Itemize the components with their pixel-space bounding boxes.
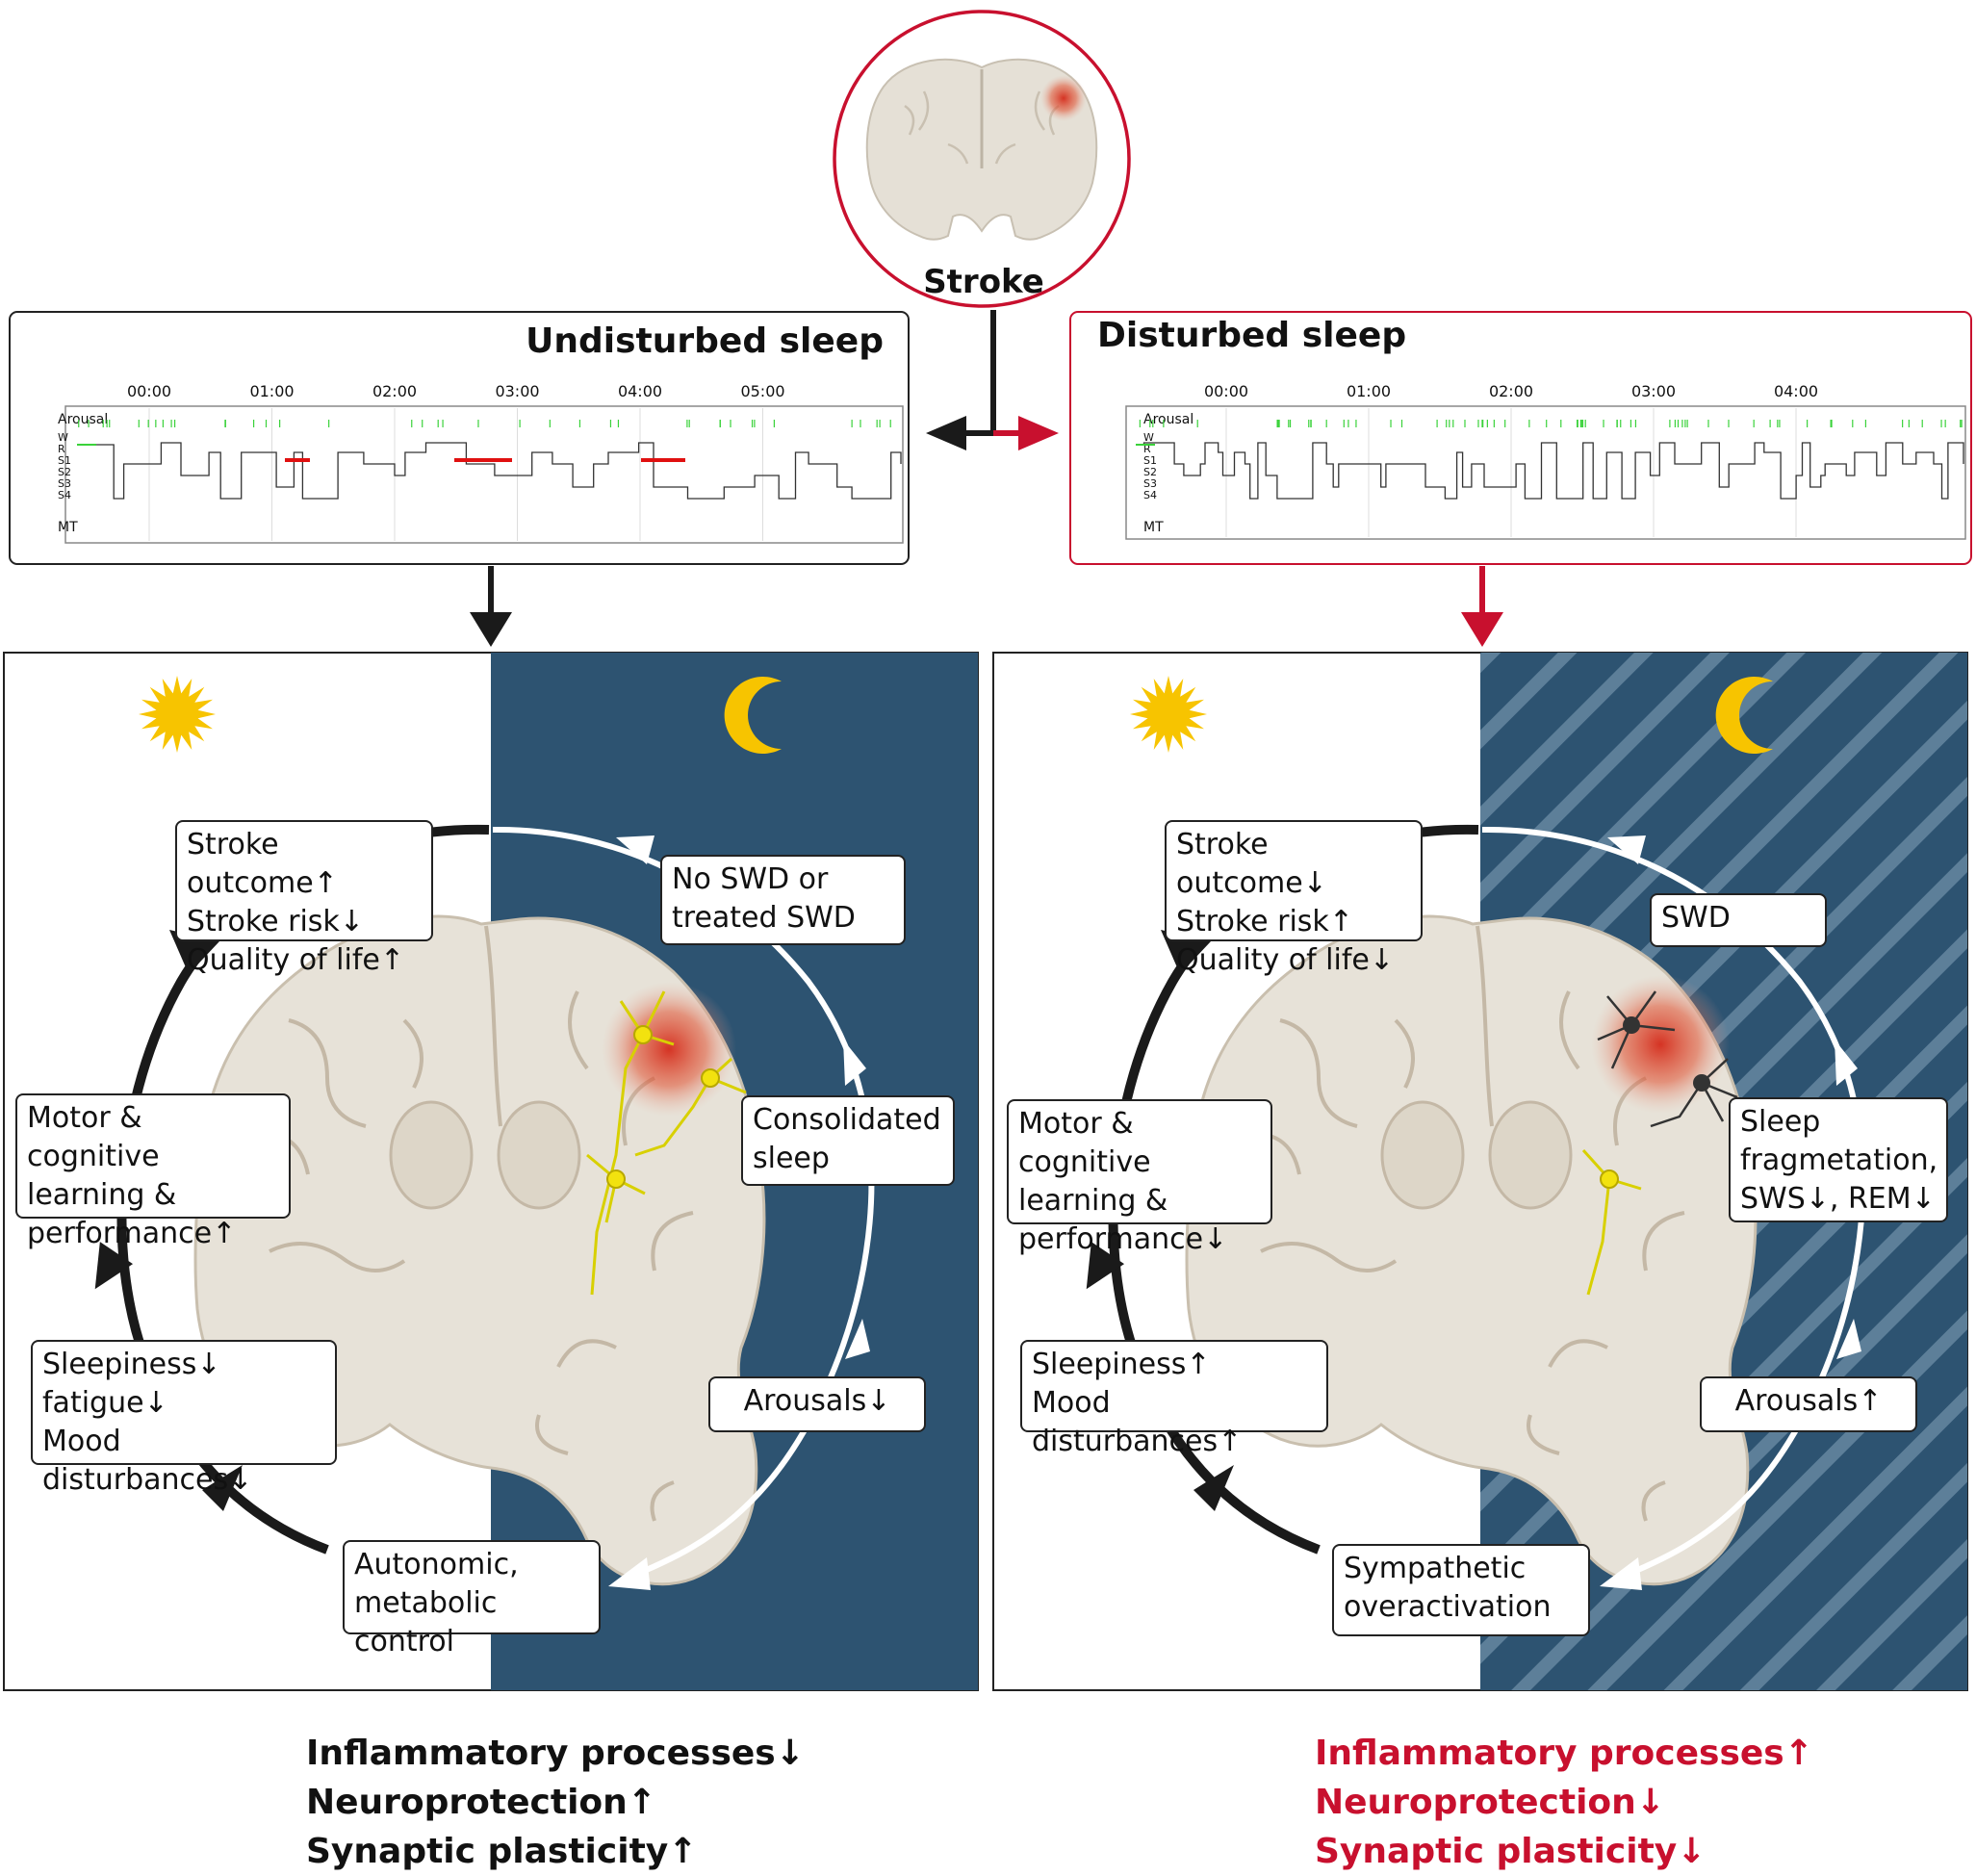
moon-icon [724,677,782,754]
box-sympathetic: Sympathetic overactivation [1332,1544,1590,1636]
damaged-neuron-icon [1597,990,1738,1128]
stage-label: S1 [1143,454,1157,467]
box-swd: SWD [1650,893,1827,947]
time-tick-label: 03:00 [1631,382,1676,400]
brain-illustration [1185,914,1758,1586]
effect-neuroprotection-right: Neuroprotection↓ [1315,1783,1665,1822]
time-tick-label: 00:00 [1204,382,1248,400]
time-axis: 00:00 01:00 02:00 03:00 04:00 05:00 [127,382,785,541]
stage-label: MT [1143,520,1164,535]
effect-plasticity-left: Synaptic plasticity↑ [306,1832,698,1871]
arrow-down-left [470,612,512,647]
time-tick-label: 00:00 [127,382,171,400]
box-sleep-fragmentation: Sleep fragmetation, SWS↓, REM↓ [1729,1097,1948,1222]
box-motor-left: Motor & cognitive learning & performance… [15,1093,291,1250]
stage-label: S4 [1143,489,1157,501]
sun-icon [1130,676,1207,753]
time-tick-label: 01:00 [1347,382,1391,400]
effect-inflammatory-left: Inflammatory processes↓ [306,1734,805,1773]
time-tick-label: 04:00 [1774,382,1818,400]
time-tick-label: 03:00 [495,382,539,400]
stroke-label: Stroke [923,263,1044,301]
box-arousals-left: Arousals↓ [708,1376,926,1432]
arrow-down-right [1461,612,1503,647]
stage-label: MT [58,520,78,535]
box-arousals-right: Arousals↑ [1700,1376,1917,1432]
effects-right: Inflammatory processes↑ Neuroprotection↓… [1315,1729,1813,1876]
brain-coronal-icon [865,58,1098,241]
box-motor-right: Motor & cognitive learning & performance… [1007,1099,1272,1256]
stage-label: S2 [1143,466,1157,478]
effect-inflammatory-right: Inflammatory processes↑ [1315,1734,1813,1773]
stage-label: S2 [58,466,71,478]
effect-neuroprotection-left: Neuroprotection↑ [306,1783,656,1822]
stage-label: W [1143,431,1154,444]
stage-label: W [58,431,68,444]
box-consolidated-sleep: Consolidated sleep [741,1095,955,1186]
box-sleepiness-left: Sleepiness↓ fatigue↓ Mood disturbances↓ [31,1340,337,1497]
time-tick-label: 04:00 [618,382,662,400]
branch-arrows [926,310,1059,450]
box-autonomic: Autonomic, metabolic control [343,1540,601,1658]
box-no-swd: No SWD or treated SWD [660,855,906,945]
time-axis: 00:00 01:00 02:00 03:00 04:00 [1204,382,1818,537]
stage-label: S3 [58,477,71,490]
stage-label: Arousal [1143,412,1193,427]
stage-label: R [58,443,65,455]
box-sleepiness-right: Sleepiness↑ Mood disturbances↑ [1020,1340,1328,1458]
hypnogram-panel-disturbed: Disturbed sleep 00:00 01:00 02:00 03:00 04:0… [1069,311,1972,565]
stage-label: R [1143,443,1151,455]
panel-title-undisturbed: Undisturbed sleep [526,321,884,361]
time-tick-label: 05:00 [740,382,784,400]
stage-label: S4 [58,489,71,501]
effects-left: Inflammatory processes↓ Neuroprotection↑… [306,1729,805,1876]
moon-icon [1715,677,1773,754]
stage-label: Arousal [58,412,108,427]
effect-plasticity-right: Synaptic plasticity↓ [1315,1832,1707,1871]
stroke-circle: Stroke [833,10,1131,308]
stage-label: S3 [1143,477,1157,490]
hypnogram-trace [1136,420,1964,500]
box-stroke-outcome-right: Stroke outcome↓ Stroke risk↑ Quality of … [1165,820,1423,977]
hypnogram-panel-undisturbed: Undisturbed sleep 00:00 01:00 02:00 03:00 04… [9,311,910,565]
time-tick-label: 01:00 [249,382,294,400]
sun-icon [139,676,216,753]
stage-label: S1 [58,454,71,467]
hypnogram-trace [77,420,902,500]
box-stroke-outcome-left: Stroke outcome↑ Stroke risk↓ Quality of … [175,820,433,977]
time-tick-label: 02:00 [372,382,417,400]
panel-title-disturbed: Disturbed sleep [1097,316,1406,355]
time-tick-label: 02:00 [1489,382,1533,400]
